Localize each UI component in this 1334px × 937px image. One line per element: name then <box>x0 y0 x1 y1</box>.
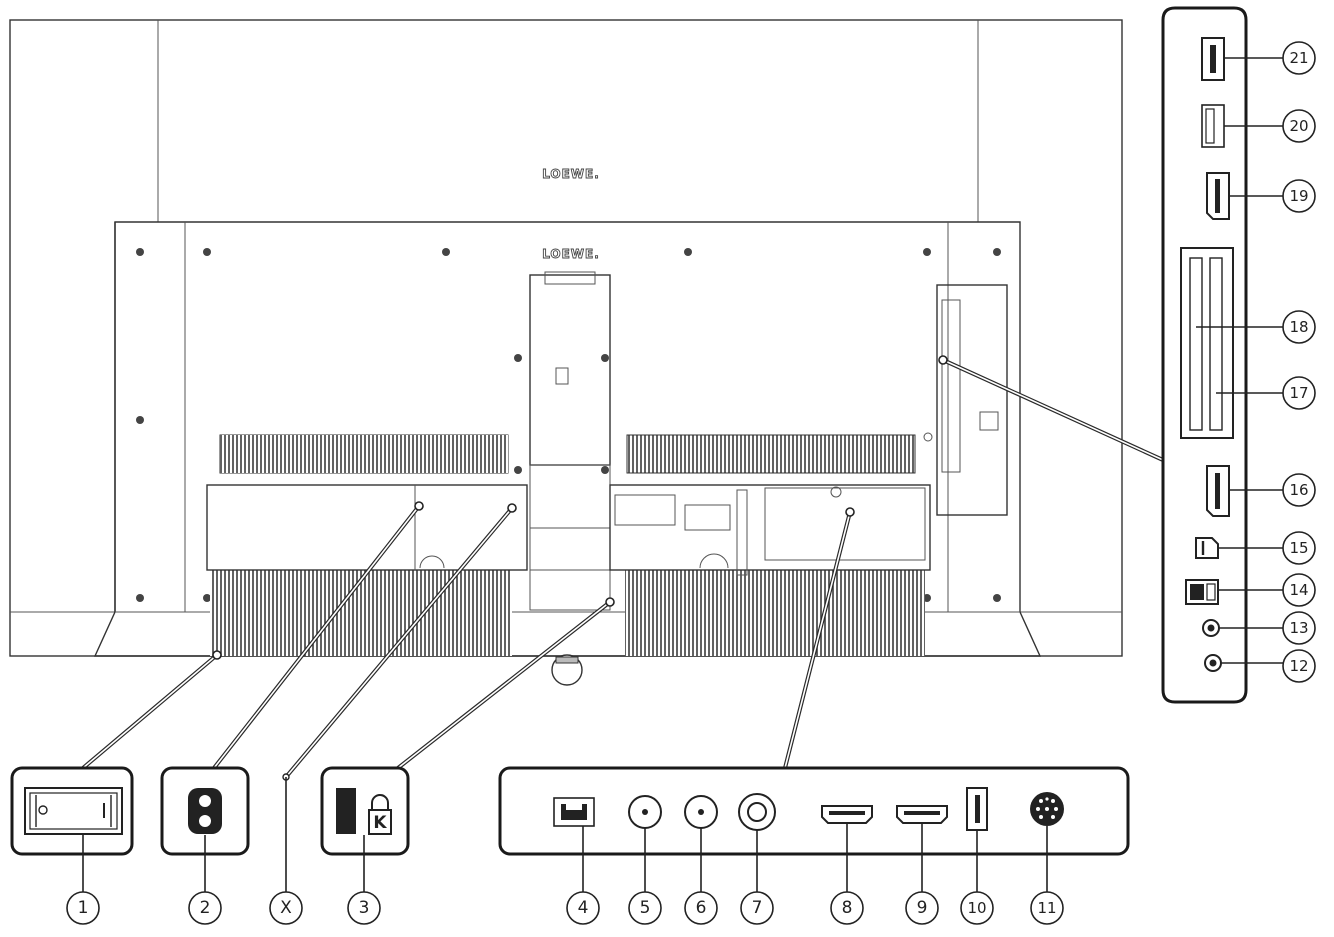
hdmi-port-icon <box>821 805 873 824</box>
callout-4: 4 <box>566 891 600 925</box>
hdmi-port-icon <box>1206 465 1230 517</box>
callout-6: 6 <box>684 891 718 925</box>
bottom-connectors-detail <box>498 766 1130 892</box>
ci-slots-icon <box>1180 247 1234 439</box>
callout-21: 21 <box>1282 41 1316 75</box>
mini-din-socket-icon <box>1030 792 1064 826</box>
svg-text:21: 21 <box>1289 49 1308 67</box>
optical-port-icon <box>1195 537 1219 559</box>
svg-text:17: 17 <box>1289 384 1308 402</box>
callout-20: 20 <box>1282 109 1316 143</box>
callout-1: 1 <box>66 891 100 925</box>
power-switch-detail <box>10 766 134 856</box>
callout-5: 5 <box>628 891 662 925</box>
callout-8: 8 <box>830 891 864 925</box>
ventilation-lower-right <box>625 570 925 656</box>
svg-text:20: 20 <box>1289 117 1308 135</box>
side-connectors-detail <box>1161 6 1283 704</box>
rear-panel: LOEWE. <box>93 221 1042 686</box>
cable-socket-icon <box>738 793 776 831</box>
callout-7: 7 <box>740 891 774 925</box>
kensington-k-label: K <box>373 813 387 833</box>
svg-text:6: 6 <box>696 898 707 918</box>
callout-2: 2 <box>188 891 222 925</box>
callouts-right: 21 20 19 18 17 16 15 14 13 12 <box>1282 41 1316 683</box>
antenna-socket-icon <box>628 795 662 829</box>
svg-text:5: 5 <box>640 898 651 918</box>
audio-jack-icon <box>1202 619 1220 637</box>
kensington-lock-detail: K <box>320 766 410 856</box>
ventilation-upper-right <box>626 434 916 474</box>
ventilation-upper-left <box>219 434 509 474</box>
callout-13: 13 <box>1282 611 1316 645</box>
switch-off-symbol <box>38 805 48 815</box>
stand-bracket <box>529 271 611 611</box>
callout-14: 14 <box>1282 573 1316 607</box>
usb-port-icon <box>966 787 988 831</box>
svg-text:2: 2 <box>200 898 211 918</box>
callout-12: 12 <box>1282 649 1316 683</box>
svg-text:7: 7 <box>752 898 763 918</box>
usb-port-icon <box>1201 37 1225 81</box>
callout-11: 11 <box>1030 891 1064 925</box>
svg-text:4: 4 <box>578 898 589 918</box>
side-connection-bay <box>923 284 1008 516</box>
svg-text:15: 15 <box>1289 539 1308 557</box>
callout-15: 15 <box>1282 531 1316 565</box>
cable-clip <box>551 654 583 686</box>
headphone-jack-icon <box>1204 654 1222 672</box>
hdmi-port-icon <box>896 805 948 824</box>
lan-port-icon <box>1185 579 1219 605</box>
svg-text:1: 1 <box>78 898 89 918</box>
loewe-logo-panel: LOEWE. <box>542 247 600 261</box>
svg-text:16: 16 <box>1289 481 1308 499</box>
loewe-logo-top: LOEWE. <box>542 167 600 181</box>
callout-17: 17 <box>1282 376 1316 410</box>
svg-text:18: 18 <box>1289 318 1308 336</box>
callout-3: 3 <box>347 891 381 925</box>
svg-text:8: 8 <box>842 898 853 918</box>
svg-text:11: 11 <box>1037 899 1056 917</box>
svg-text:X: X <box>280 898 292 918</box>
satellite-socket-icon <box>684 795 718 829</box>
mounting-screws <box>136 248 1001 602</box>
svg-text:3: 3 <box>359 898 370 918</box>
callout-19: 19 <box>1282 179 1316 213</box>
mains-socket-detail <box>160 766 250 856</box>
leader-lines <box>81 355 1165 781</box>
ventilation-lower-left <box>210 570 512 656</box>
svg-text:14: 14 <box>1289 581 1308 599</box>
hdmi-port-icon <box>1206 172 1230 220</box>
tv-rear-housing: LOEWE. <box>9 19 1123 657</box>
svg-text:10: 10 <box>967 899 986 917</box>
callout-x: X <box>269 891 303 925</box>
callout-18: 18 <box>1282 310 1316 344</box>
lan-port-icon <box>553 797 595 827</box>
callout-9: 9 <box>905 891 939 925</box>
usb-port-icon <box>1201 104 1225 148</box>
svg-text:13: 13 <box>1289 619 1308 637</box>
connector-housing <box>206 484 931 576</box>
svg-text:9: 9 <box>917 898 928 918</box>
callout-10: 10 <box>960 891 994 925</box>
svg-text:19: 19 <box>1289 187 1308 205</box>
callouts-bottom: 1 2 X 3 4 5 6 7 8 9 10 11 <box>66 891 1064 925</box>
svg-text:12: 12 <box>1289 657 1308 675</box>
callout-16: 16 <box>1282 473 1316 507</box>
